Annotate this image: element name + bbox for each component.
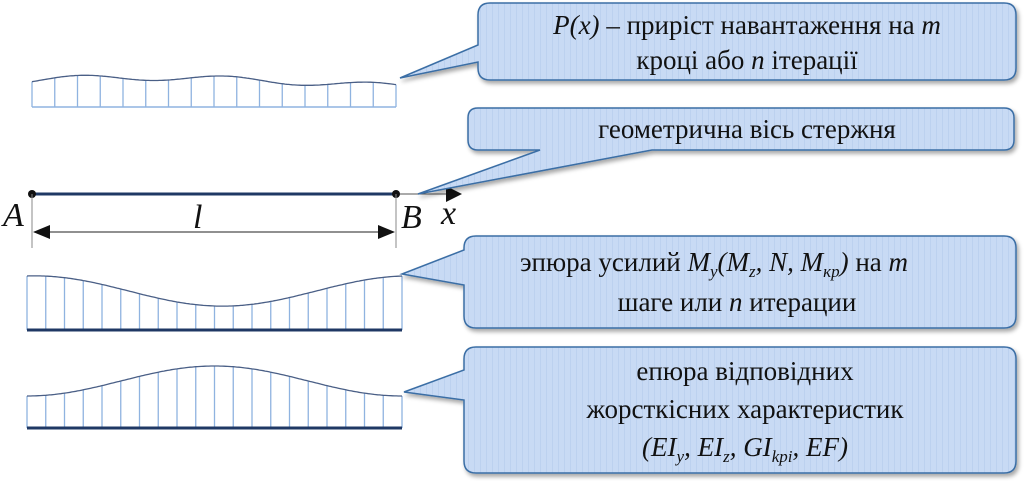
callout-load-shape <box>399 2 1017 81</box>
beam: A B l x <box>1 186 462 248</box>
label-a: A <box>1 197 24 234</box>
label-b: B <box>401 199 422 236</box>
callout-stiffness-shape <box>403 346 1017 474</box>
callout-axis-shape <box>417 107 1015 195</box>
callout-load <box>399 2 1017 81</box>
callout-forces <box>399 235 1017 329</box>
callout-stiffness-line1: епюра відповідних <box>636 356 854 386</box>
dimension-arrow-left-icon <box>33 225 50 239</box>
load-curve <box>31 74 397 86</box>
callout-stiffness <box>403 346 1017 474</box>
forces-hatch <box>26 276 403 330</box>
forces-diagram <box>26 275 403 332</box>
callout-stiffness-line3: (EIy, EIz, GIkpi, EF) <box>642 432 848 466</box>
callout-load-line2: кроці або n ітерації <box>636 45 858 75</box>
x-axis-arrow-icon <box>446 186 462 202</box>
load-diagram <box>31 74 397 108</box>
callout-load-line1: P(x) – приріст навантаження на m <box>552 10 941 40</box>
forces-curve <box>26 275 403 307</box>
callout-forces-line2: шаге или n итерации <box>618 287 857 317</box>
callout-stiffness-line2: жорсткісних характеристик <box>586 394 905 424</box>
callout-forces-line1: эпюра усилий My(Mz, N, Mкр) на m <box>520 247 908 281</box>
label-x-axis: x <box>440 195 456 232</box>
stiffness-hatch <box>26 366 403 428</box>
load-hatch <box>31 75 397 107</box>
label-length: l <box>193 199 202 236</box>
stiffness-diagram <box>26 365 403 430</box>
callout-forces-shape <box>399 235 1017 329</box>
callout-axis <box>417 107 1015 195</box>
dimension-arrow-right-icon <box>378 225 395 239</box>
stiffness-curve <box>27 365 402 397</box>
callout-axis-text: геометрична вісь стержня <box>598 114 896 144</box>
